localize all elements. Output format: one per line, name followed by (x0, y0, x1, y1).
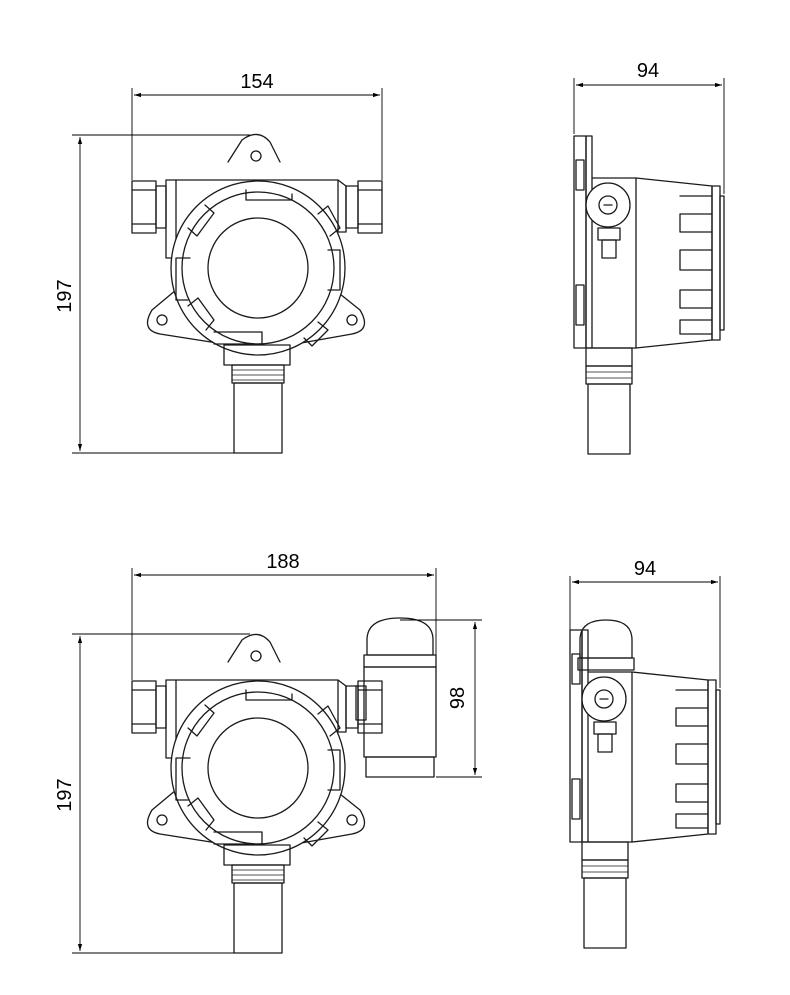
bottom-front-width-label: 188 (266, 551, 299, 573)
bottom-side-depth-label: 94 (634, 558, 656, 580)
top-front-width-label: 154 (240, 71, 273, 93)
bottom-sensor-height-label: 98 (447, 687, 469, 709)
top-side-depth-label: 94 (637, 60, 659, 82)
top-side-view (573, 78, 725, 455)
bottom-front-view (72, 568, 482, 954)
bottom-side-view (569, 576, 721, 949)
remote-sensor (355, 617, 437, 778)
bottom-front-height-label: 197 (54, 778, 76, 811)
top-front-view (72, 88, 383, 454)
top-front-height-label: 197 (54, 279, 76, 312)
